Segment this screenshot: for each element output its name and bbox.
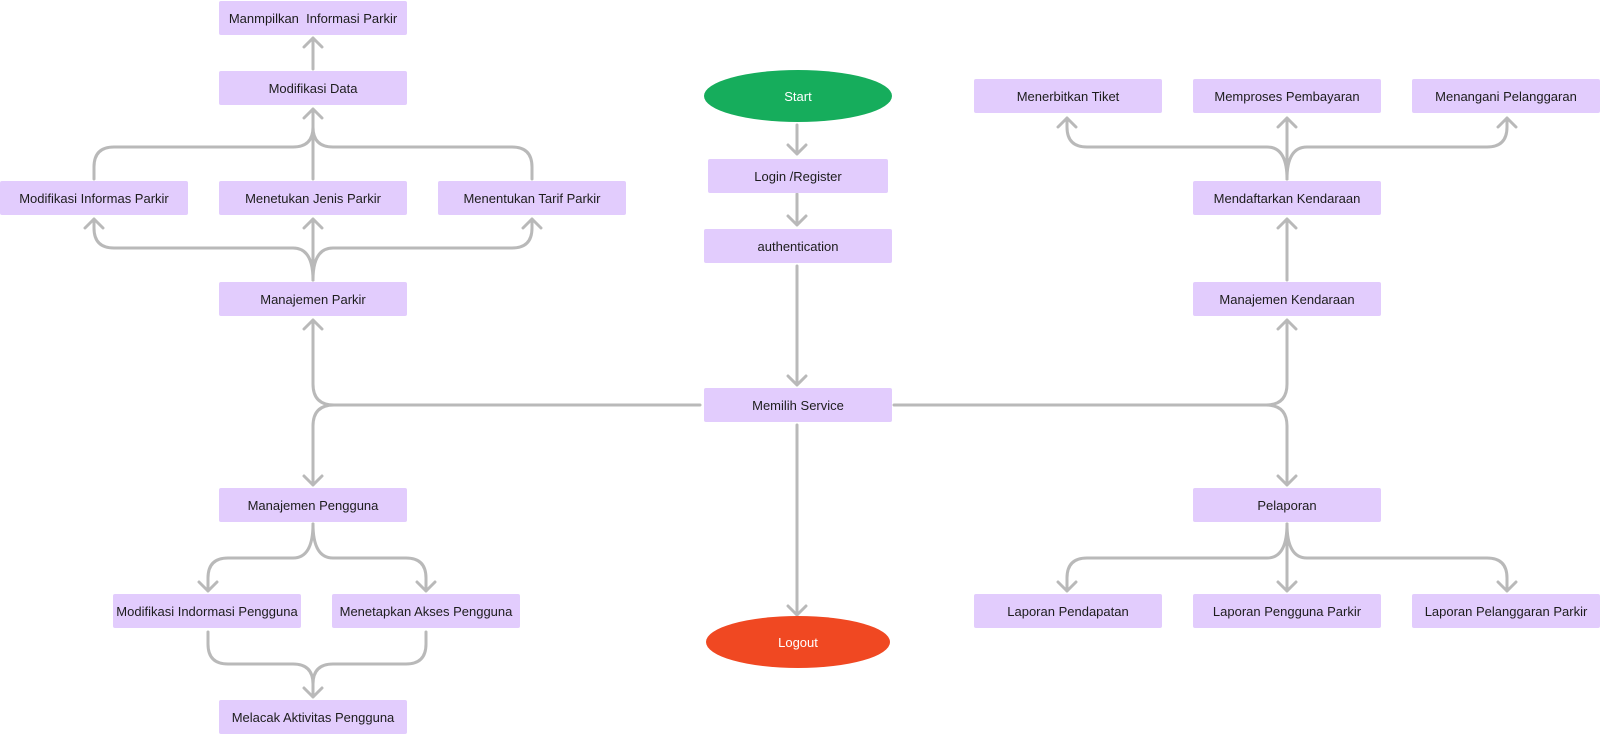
connector-memilih-left [302,318,702,407]
authentication-node: authentication [704,229,892,263]
menerbitkan-tiket-node: Menerbitkan Tiket [974,79,1162,113]
node-label: authentication [757,238,839,254]
manmpilkan-informasi-parkir-node: Manmpilkan Informasi Parkir [219,1,407,35]
connector-pelaporan-pendapatan [1056,522,1289,593]
laporan-pengguna-parkir-node: Laporan Pengguna Parkir [1193,594,1381,628]
laporan-pelanggaran-parkir-node: Laporan Pelanggaran Parkir [1412,594,1600,628]
modifikasi-informas-parkir-node: Modifikasi Informas Parkir [0,181,188,215]
node-label: Manajemen Parkir [260,291,366,307]
connector-jenis-data [302,107,324,181]
pelaporan-node: Pelaporan [1193,488,1381,522]
node-label: Menetapkan Akses Pengguna [339,603,513,619]
logout-node: Logout [706,616,890,668]
login-register-node: Login /Register [708,159,888,193]
connector-pengguna-indormasi [197,522,315,593]
node-label: Pelaporan [1257,497,1317,513]
memproses-pembayaran-node: Memproses Pembayaran [1193,79,1381,113]
connector-informas-data [92,125,315,181]
start-label: Start [784,88,812,104]
connector-auth-memilih [786,264,808,387]
menetapkan-akses-pengguna-node: Menetapkan Akses Pengguna [332,594,520,628]
node-label: Menentukan Tarif Parkir [463,190,601,206]
node-label: Modifikasi Data [268,80,358,96]
manajemen-kendaraan-node: Manajemen Kendaraan [1193,282,1381,316]
start-node: Start [704,70,892,122]
node-label: Memilih Service [752,397,844,413]
node-label: Melacak Aktivitas Pengguna [231,709,395,725]
manajemen-pengguna-node: Manajemen Pengguna [219,488,407,522]
connector-akses-melacak [311,630,428,686]
node-label: Laporan Pendapatan [1007,603,1129,619]
manajemen-parkir-node: Manajemen Parkir [219,282,407,316]
node-label: Memproses Pembayaran [1214,88,1360,104]
connector-mendaftarkan-menangani [1285,116,1518,181]
connector-memilih-right [892,318,1298,407]
node-label: Menerbitkan Tiket [1016,88,1120,104]
laporan-pendapatan-node: Laporan Pendapatan [974,594,1162,628]
connector-indormasi-melacak [206,630,315,686]
connector-pelaporan-pelanggaran [1285,522,1518,593]
node-label: Manmpilkan Informasi Parkir [228,10,398,26]
logout-label: Logout [778,634,818,650]
node-label: Menetukan Jenis Parkir [245,190,381,206]
connector-parkir-tarif [311,217,543,282]
connector-start-login [786,123,808,156]
node-label: Manajemen Pengguna [247,497,379,513]
mendaftarkan-kendaraan-node: Mendaftarkan Kendaraan [1193,181,1381,215]
modifikasi-indormasi-pengguna-node: Modifikasi Indormasi Pengguna [113,594,301,628]
connector-merge-melacak-arrow [302,682,324,699]
node-label: Modifikasi Indormasi Pengguna [116,603,298,619]
melacak-aktivitas-pengguna-node: Melacak Aktivitas Pengguna [219,700,407,734]
node-label: Manajemen Kendaraan [1219,291,1355,307]
connector-memilih-logout [786,423,808,617]
connector-parkir-informas [83,217,315,282]
node-label: Modifikasi Informas Parkir [19,190,169,206]
connector-memilih-pengguna [302,403,336,487]
node-label: Laporan Pelanggaran Parkir [1424,603,1588,619]
menentukan-tarif-parkir-node: Menentukan Tarif Parkir [438,181,626,215]
modifikasi-data-node: Modifikasi Data [219,71,407,105]
connector-login-auth [786,192,808,227]
connector-pengguna-akses [311,522,437,593]
connector-data-manmpilkan [302,36,324,71]
memilih-service-node: Memilih Service [704,388,892,422]
menetukan-jenis-parkir-node: Menetukan Jenis Parkir [219,181,407,215]
connector-tarif-data [311,125,534,181]
node-label: Menangani Pelanggaran [1435,88,1577,104]
menangani-pelanggaran-node: Menangani Pelanggaran [1412,79,1600,113]
connector-memilih-pelaporan [1264,403,1298,487]
node-label: Login /Register [754,168,842,184]
node-label: Mendaftarkan Kendaraan [1213,190,1361,206]
connector-mendaftarkan-menerbitkan [1056,116,1289,181]
connector-kendaraan-mendaftarkan [1276,217,1298,282]
node-label: Laporan Pengguna Parkir [1212,603,1362,619]
